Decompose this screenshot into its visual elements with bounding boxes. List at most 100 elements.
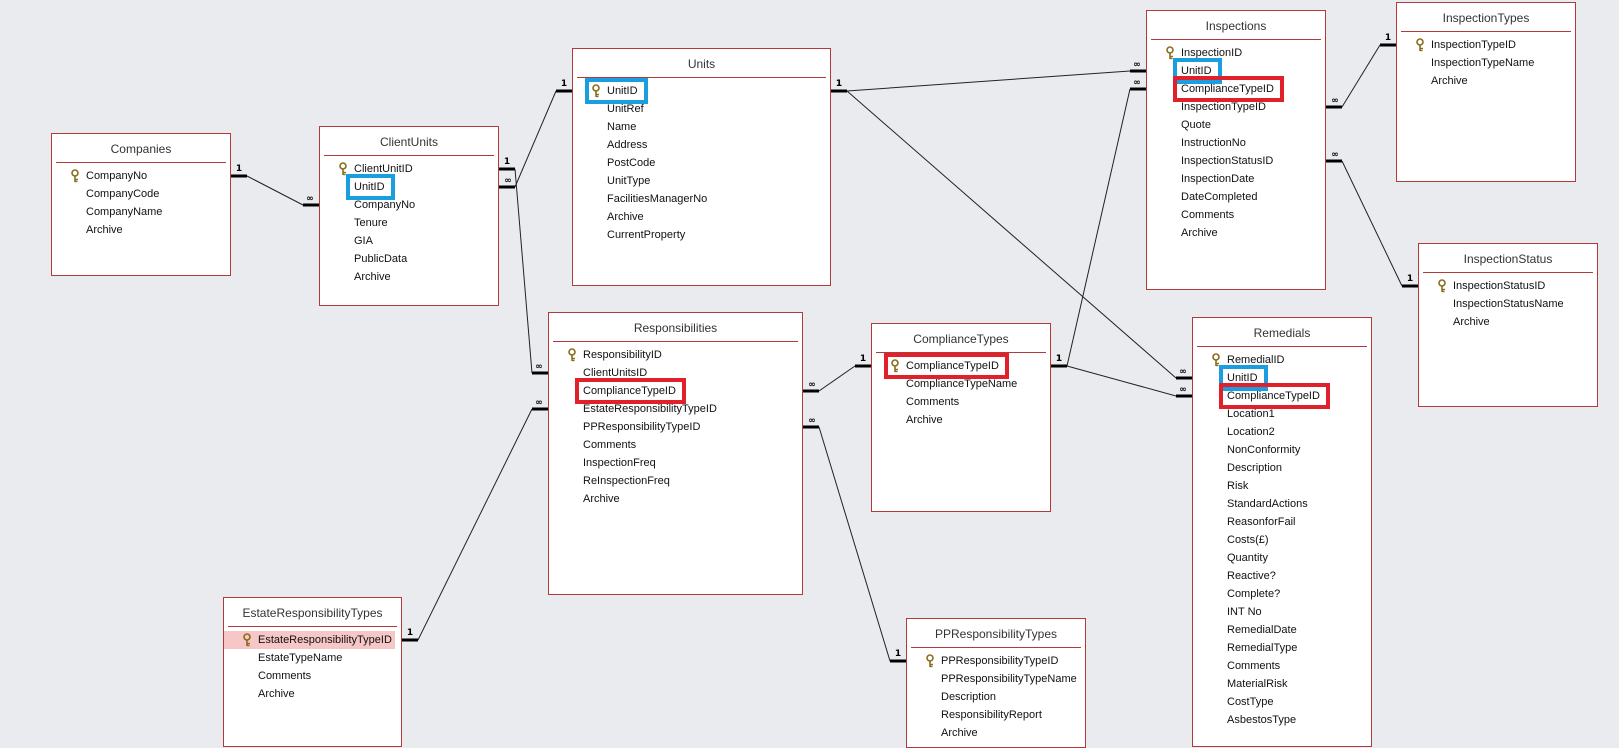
field-estateresponsibilitytypeid[interactable]: EstateResponsibilityTypeID [224,631,395,649]
field-inspectionid[interactable]: InspectionID [1147,44,1319,62]
field-reasonforfail[interactable]: ReasonforFail [1193,513,1365,531]
field-description[interactable]: Description [907,688,1079,706]
field-archive[interactable]: Archive [1397,72,1569,90]
field-label: ReInspectionFreq [583,475,670,487]
field-ppresponsibilitytypeid[interactable]: PPResponsibilityTypeID [907,652,1079,670]
field-unitid[interactable]: UnitID [1193,369,1365,387]
field-costtype[interactable]: CostType [1193,693,1365,711]
field-responsibilityreport[interactable]: ResponsibilityReport [907,706,1079,724]
field-reactive[interactable]: Reactive? [1193,567,1365,585]
table-ppresponsibilitytypes[interactable]: PPResponsibilityTypes PPResponsibilityTy… [906,618,1086,748]
cardinality-many-label: ∞ [808,416,816,426]
field-companyno[interactable]: CompanyNo [320,196,492,214]
field-int-no[interactable]: INT No [1193,603,1365,621]
field-remedialdate[interactable]: RemedialDate [1193,621,1365,639]
field-comments[interactable]: Comments [224,667,395,685]
field-tenure[interactable]: Tenure [320,214,492,232]
field-archive[interactable]: Archive [573,208,824,226]
field-compliancetypeid[interactable]: ComplianceTypeID [1147,80,1319,98]
field-archive[interactable]: Archive [1147,224,1319,242]
field-inspectiondate[interactable]: InspectionDate [1147,170,1319,188]
field-inspectiontypename[interactable]: InspectionTypeName [1397,54,1569,72]
field-inspectionstatusid[interactable]: InspectionStatusID [1147,152,1319,170]
field-comments[interactable]: Comments [1147,206,1319,224]
field-ppresponsibilitytypeid[interactable]: PPResponsibilityTypeID [549,418,796,436]
field-compliancetypeid[interactable]: ComplianceTypeID [872,357,1044,375]
field-unitid[interactable]: UnitID [1147,62,1319,80]
field-label: CompanyCode [86,188,160,200]
field-quote[interactable]: Quote [1147,116,1319,134]
field-companycode[interactable]: CompanyCode [52,185,224,203]
field-label: ComplianceTypeID [1181,83,1274,95]
field-reinspectionfreq[interactable]: ReInspectionFreq [549,472,796,490]
field-remedialid[interactable]: RemedialID [1193,351,1365,369]
field-estatetypename[interactable]: EstateTypeName [224,649,395,667]
field-inspectionstatusid[interactable]: InspectionStatusID [1419,277,1591,295]
field-costs[interactable]: Costs(£) [1193,531,1365,549]
field-materialrisk[interactable]: MaterialRisk [1193,675,1365,693]
field-archive[interactable]: Archive [320,268,492,286]
field-risk[interactable]: Risk [1193,477,1365,495]
field-instructionno[interactable]: InstructionNo [1147,134,1319,152]
field-comments[interactable]: Comments [549,436,796,454]
cardinality-many-label: ∞ [1331,96,1339,106]
field-comments[interactable]: Comments [872,393,1044,411]
field-unitref[interactable]: UnitRef [573,100,824,118]
field-clientunitsid[interactable]: ClientUnitsID [549,364,796,382]
field-label: Archive [906,414,943,426]
field-standardactions[interactable]: StandardActions [1193,495,1365,513]
field-postcode[interactable]: PostCode [573,154,824,172]
field-complete[interactable]: Complete? [1193,585,1365,603]
field-clientunitid[interactable]: ClientUnitID [320,160,492,178]
table-estateresponsibilitytypes[interactable]: EstateResponsibilityTypes EstateResponsi… [223,597,402,747]
field-facilitiesmanagerno[interactable]: FacilitiesManagerNo [573,190,824,208]
field-nonconformity[interactable]: NonConformity [1193,441,1365,459]
field-quantity[interactable]: Quantity [1193,549,1365,567]
field-location2[interactable]: Location2 [1193,423,1365,441]
field-label: RemedialID [1227,354,1285,366]
field-publicdata[interactable]: PublicData [320,250,492,268]
field-asbestostype[interactable]: AsbestosType [1193,711,1365,729]
field-compliancetypename[interactable]: ComplianceTypeName [872,375,1044,393]
field-estateresponsibilitytypeid[interactable]: EstateResponsibilityTypeID [549,400,796,418]
field-compliancetypeid[interactable]: ComplianceTypeID [1193,387,1365,405]
field-archive[interactable]: Archive [224,685,395,703]
field-inspectiontypeid[interactable]: InspectionTypeID [1147,98,1319,116]
field-companyname[interactable]: CompanyName [52,203,224,221]
field-address[interactable]: Address [573,136,824,154]
field-unitid[interactable]: UnitID [320,178,492,196]
field-archive[interactable]: Archive [549,490,796,508]
field-label: ClientUnitsID [583,367,648,379]
field-datecompleted[interactable]: DateCompleted [1147,188,1319,206]
field-remedialtype[interactable]: RemedialType [1193,639,1365,657]
field-compliancetypeid[interactable]: ComplianceTypeID [549,382,796,400]
field-unittype[interactable]: UnitType [573,172,824,190]
field-gia[interactable]: GIA [320,232,492,250]
field-label: Archive [1181,227,1218,239]
field-archive[interactable]: Archive [872,411,1044,429]
field-comments[interactable]: Comments [1193,657,1365,675]
field-archive[interactable]: Archive [52,221,224,239]
field-inspectionstatusname[interactable]: InspectionStatusName [1419,295,1591,313]
field-inspectiontypeid[interactable]: InspectionTypeID [1397,36,1569,54]
field-name[interactable]: Name [573,118,824,136]
field-companyno[interactable]: CompanyNo [52,167,224,185]
field-inspectionfreq[interactable]: InspectionFreq [549,454,796,472]
field-archive[interactable]: Archive [907,724,1079,742]
field-responsibilityid[interactable]: ResponsibilityID [549,346,796,364]
field-ppresponsibilitytypename[interactable]: PPResponsibilityTypeName [907,670,1079,688]
field-description[interactable]: Description [1193,459,1365,477]
field-currentproperty[interactable]: CurrentProperty [573,226,824,244]
field-location1[interactable]: Location1 [1193,405,1365,423]
field-archive[interactable]: Archive [1419,313,1591,331]
field-unitid[interactable]: UnitID [573,82,824,100]
